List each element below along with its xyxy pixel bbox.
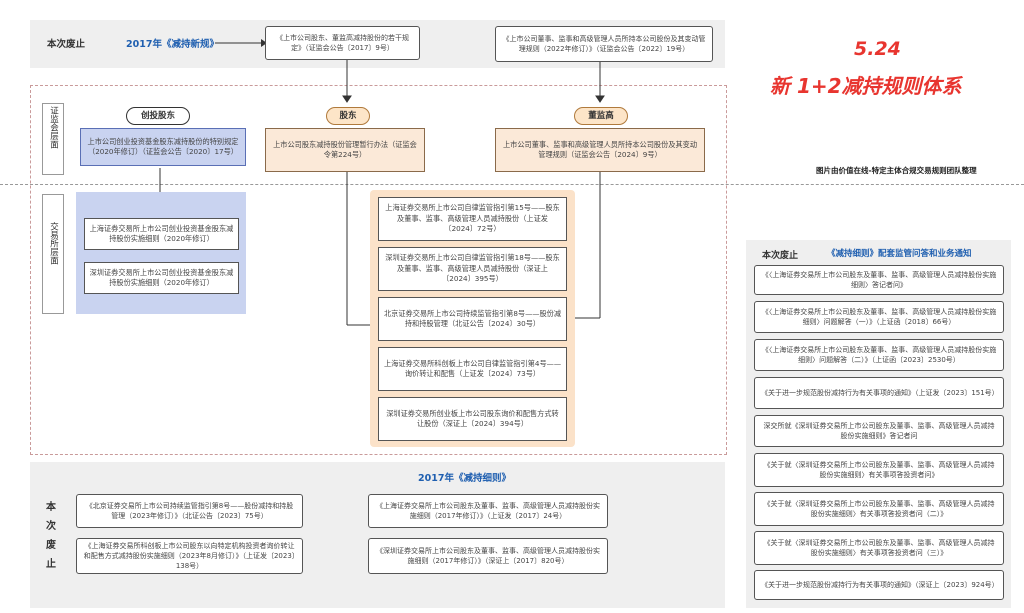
bottom-box-1: 《北京证券交易所上市公司持续监管指引第8号——股份减持和持股管理（2023年修订… — [76, 494, 303, 528]
csrc-directors-box: 上市公司董事、监事和高级管理人员所持本公司股份及其变动管理规则（证监会公告〔20… — [495, 128, 705, 172]
top-rule-box-1: 《上市公司股东、董监高减持股份的若干规定》（证监会公告〔2017〕9号） — [265, 26, 420, 60]
right-abolish-label: 本次废止 — [762, 251, 799, 261]
pill-shareholder: 股东 — [326, 107, 370, 125]
vc-exchange-panel — [76, 192, 246, 314]
bottom-box-4: 《深圳证券交易所上市公司股东及董事、监事、高级管理人员减持股份实施细则（2017… — [368, 538, 608, 574]
vc-exchange-box-1: 上海证券交易所上市公司创业投资基金股东减持股份实施细则（2020年修订） — [84, 218, 239, 250]
exchange-side-label-text: 交易所层面 — [48, 222, 59, 265]
right-item-8: 《关于就〈深圳证券交易所上市公司股东及董事、监事、高级管理人员减持股份实施细则〉… — [754, 531, 1004, 565]
right-item-7: 《关于就〈深圳证券交易所上市公司股东及董事、监事、高级管理人员减持股份实施细则〉… — [754, 492, 1004, 526]
top-arrow — [215, 39, 267, 47]
csrc-side-label: 证监会层面 — [46, 106, 60, 154]
exchange-box-4: 上海证券交易所科创板上市公司自律监管指引第4号——询价转让和配售（上证发〔202… — [378, 347, 567, 391]
vc-exchange-box-2: 深圳证券交易所上市公司创业投资基金股东减持股份实施细则（2020年修订） — [84, 262, 239, 294]
main-dashed-frame — [30, 85, 727, 455]
main-title: 新 1+2减持规则体系 — [770, 74, 962, 98]
exchange-side-frame — [42, 194, 64, 314]
top-abolish-label: 本次废止 — [47, 39, 86, 50]
csrc-shareholder-box: 上市公司股东减持股份管理暂行办法（证监会令第224号） — [265, 128, 425, 172]
rule-2017-detail-title: 2017年《减持细则》 — [418, 473, 511, 484]
csrc-vc-box: 上市公司创业投资基金股东减持股份的特别规定（2020年修订）（证监会公告〔202… — [80, 128, 246, 166]
credit-text: 图片由价值在线-特定主体合规交易规则团队整理 — [816, 166, 977, 175]
date-label: 5.24 — [854, 38, 901, 60]
exchange-box-3: 北京证券交易所上市公司持续监管指引第8号——股份减持和持股管理（北证公告〔202… — [378, 297, 567, 341]
right-item-2: 《〈上海证券交易所上市公司股东及董事、监事、高级管理人员减持股份实施细则〉问题解… — [754, 301, 1004, 333]
bottom-abolish-char-4: 止 — [46, 559, 56, 570]
right-item-1: 《〈上海证券交易所上市公司股东及董事、监事、高级管理人员减持股份实施细则〉答记者… — [754, 265, 1004, 295]
bottom-abolish-band — [30, 462, 725, 608]
exchange-box-1: 上海证券交易所上市公司自律监管指引第15号——股东及董事、监事、高级管理人员减持… — [378, 197, 567, 241]
pill-vc-shareholder: 创投股东 — [126, 107, 190, 125]
right-item-4: 《关于进一步规范股份减持行为有关事项的通知》（上证发〔2023〕151号） — [754, 377, 1004, 409]
csrc-side-frame — [42, 103, 64, 175]
right-item-5: 深交所就《深圳证券交易所上市公司股东及董事、监事、高级管理人员减持股份实施细则》… — [754, 415, 1004, 447]
bottom-box-3: 《上海证券交易所科创板上市公司股东以向特定机构投资者询价转让和配售方式减持股份实… — [76, 538, 303, 574]
right-item-9: 《关于进一步规范股份减持行为有关事项的通知》（深证上〔2023〕924号） — [754, 570, 1004, 600]
bottom-box-2: 《上海证券交易所上市公司股东及董事、监事、高级管理人员减持股份实施细则（2017… — [368, 494, 608, 528]
bottom-abolish-char-3: 废 — [46, 540, 56, 551]
bottom-abolish-char-2: 次 — [46, 521, 56, 532]
exchange-box-2: 深圳证券交易所上市公司自律监管指引第18号——股东及董事、监事、高级管理人员减持… — [378, 247, 567, 291]
top-rule-box-2: 《上市公司董事、监事和高级管理人员所持本公司股份及其变动管理规则（2022年修订… — [495, 26, 713, 62]
level-divider — [0, 184, 1024, 185]
right-item-6: 《关于就〈深圳证券交易所上市公司股东及董事、监事、高级管理人员减持股份实施细则〉… — [754, 453, 1004, 487]
csrc-side-label-text: 证监会层面 — [48, 106, 59, 149]
exchange-side-label: 交易所层面 — [46, 222, 60, 270]
right-item-3: 《〈上海证券交易所上市公司股东及董事、监事、高级管理人员减持股份实施细则〉问题解… — [754, 339, 1004, 371]
exchange-box-5: 深圳证券交易所创业板上市公司股东询价和配售方式转让股份（深证上〔2024〕394… — [378, 397, 567, 441]
bottom-abolish-char-1: 本 — [46, 502, 56, 513]
bottom-abolish-label: 本 次 废 止 — [44, 498, 58, 574]
pill-directors: 董监高 — [574, 107, 628, 125]
right-panel-title: 《减持细则》配套监管问答和业务通知 — [827, 249, 972, 259]
rule-2017-label: 2017年《减持新规》 — [126, 39, 219, 50]
